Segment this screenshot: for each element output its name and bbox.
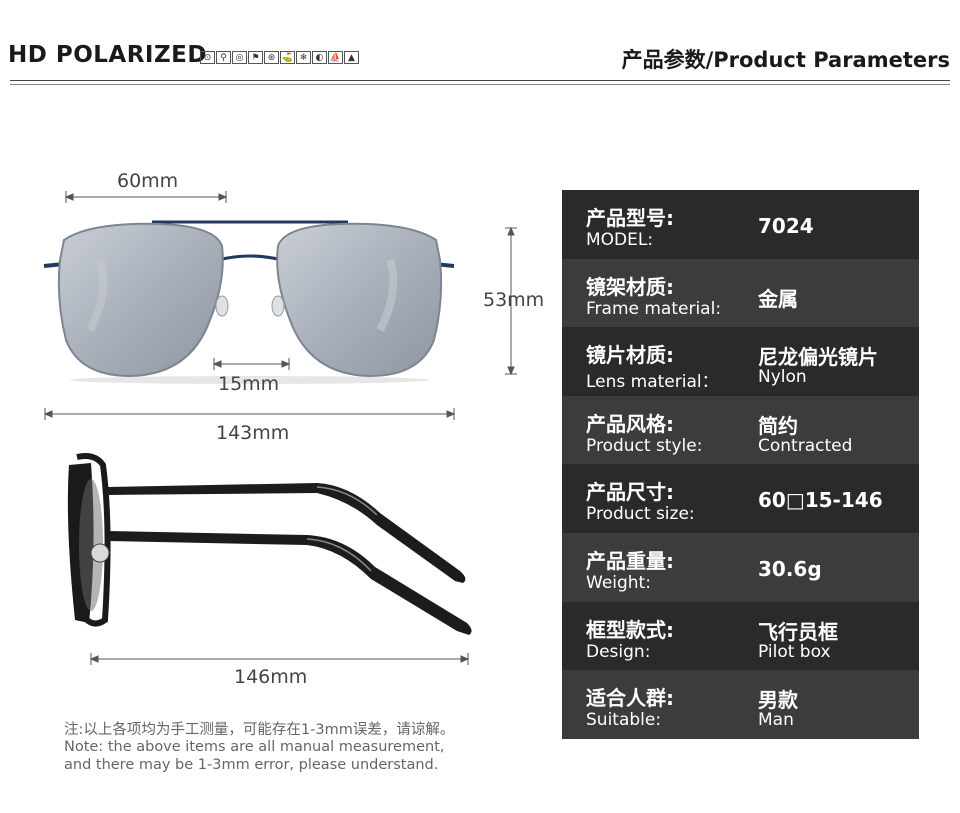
spec-value-cn: 简约 — [758, 413, 798, 438]
spec-value-en: Contracted — [758, 435, 853, 456]
spec-key-en: Product size: — [586, 504, 695, 525]
upper-temple-highlight — [316, 486, 378, 516]
ski-icon: ❄ — [296, 51, 311, 64]
right-lens-reflect — [376, 258, 398, 332]
dim-bridge: 15mm — [218, 373, 280, 395]
spec-row-weight: 产品重量: Weight: 30.6g — [562, 532, 919, 602]
spec-key-cn: 产品型号: — [586, 206, 674, 230]
running-icon: ⚑ — [248, 51, 263, 64]
spec-value: 7024 — [758, 214, 814, 238]
dim-lens-width: 60mm — [117, 170, 179, 192]
spec-value-en: Pilot box — [758, 641, 831, 662]
spec-value-en: Nylon — [758, 367, 807, 388]
driving-icon: ⊛ — [264, 51, 279, 64]
lens-edge — [79, 479, 103, 611]
left-nose-pad — [215, 295, 229, 317]
spec-key-cn: 框型款式: — [586, 617, 674, 642]
left-lens-reflect — [86, 258, 108, 332]
dim-temple-length: 146mm — [234, 666, 308, 688]
dim-frame-width: 143mm — [216, 422, 290, 444]
spec-table: 产品型号: MODEL: 7024 镜架材质: Frame material: … — [562, 190, 919, 739]
spec-key-cn: 产品尺寸: — [586, 480, 674, 505]
spec-row-style: 产品风格: Product style: 简约 Contracted — [562, 395, 919, 465]
spec-key-en: Lens material： — [586, 372, 719, 393]
spec-row-model: 产品型号: MODEL: 7024 — [562, 190, 919, 259]
fishing-icon: ⚲ — [216, 51, 231, 64]
bridge — [217, 254, 283, 262]
spec-row-size: 产品尺寸: Product size: 60□15-146 — [562, 464, 919, 533]
header-title-right: 产品参数/Product Parameters — [621, 48, 950, 72]
spec-key-cn: 镜片材质: — [586, 343, 674, 368]
header-title-left: HD POLARIZED — [8, 42, 207, 68]
lower-temple — [107, 531, 472, 635]
spec-key-en: Weight: — [586, 572, 651, 593]
glasses-side-view — [67, 453, 472, 635]
spec-key-cn: 产品风格: — [586, 411, 674, 436]
sailing-icon: ⛵ — [328, 51, 343, 64]
spec-key-en: Design: — [586, 641, 651, 662]
hiking-icon: ▲ — [344, 51, 359, 64]
golf-icon: ⛳ — [280, 51, 295, 64]
spec-key-cn: 产品重量: — [586, 548, 674, 573]
spec-key-en: MODEL: — [586, 230, 654, 250]
spec-key-en: Product style: — [586, 435, 703, 456]
spec-value-cn: 男款 — [758, 688, 798, 713]
spec-row-design: 框型款式: Design: 飞行员框 Pilot box — [562, 601, 919, 671]
spec-value: 金属 — [758, 286, 798, 311]
spec-row-frame-material: 镜架材质: Frame material: 金属 — [562, 258, 919, 328]
dim-lens-height: 53mm — [483, 289, 545, 311]
note-en-line1: Note: the above items are all manual mea… — [64, 739, 445, 755]
shadow — [70, 376, 430, 384]
upper-temple — [107, 483, 466, 583]
lower-temple-highlight — [306, 538, 372, 572]
spec-value-cn: 飞行员框 — [758, 619, 838, 644]
note-en-line2: and there may be 1-3mm error, please und… — [64, 757, 439, 773]
spec-value: 60□15-146 — [758, 488, 883, 513]
road-icon: ⊙ — [200, 51, 215, 64]
nose-pad-side — [90, 543, 110, 563]
spec-row-lens-material: 镜片材质: Lens material： 尼龙偏光镜片 Nylon — [562, 327, 919, 396]
header-rule-top — [10, 80, 950, 81]
note-cn: 注:以上各项均为手工测量，可能存在1-3mm误差，请谅解。 — [64, 722, 455, 738]
spec-key-cn: 镜架材质: — [586, 274, 674, 299]
activity-icons: ⊙ ⚲ ◎ ⚑ ⊛ ⛳ ❄ ◐ ⛵ ▲ — [200, 51, 359, 64]
spec-value-cn: 尼龙偏光镜片 — [758, 345, 878, 370]
right-lens — [276, 222, 443, 378]
spec-key-cn: 适合人群: — [586, 686, 674, 711]
spec-row-suitable: 适合人群: Suitable: 男款 Man — [562, 670, 919, 739]
spec-value-en: Man — [758, 710, 794, 731]
glasses-front-view — [43, 220, 455, 384]
spec-key-en: Frame material: — [586, 298, 722, 319]
spec-key-en: Suitable: — [586, 710, 662, 731]
cycling-icon: ◎ — [232, 51, 247, 64]
spec-value: 30.6g — [758, 556, 822, 581]
header-rule-bottom — [10, 84, 950, 85]
tennis-icon: ◐ — [312, 51, 327, 64]
right-nose-pad — [271, 295, 285, 317]
